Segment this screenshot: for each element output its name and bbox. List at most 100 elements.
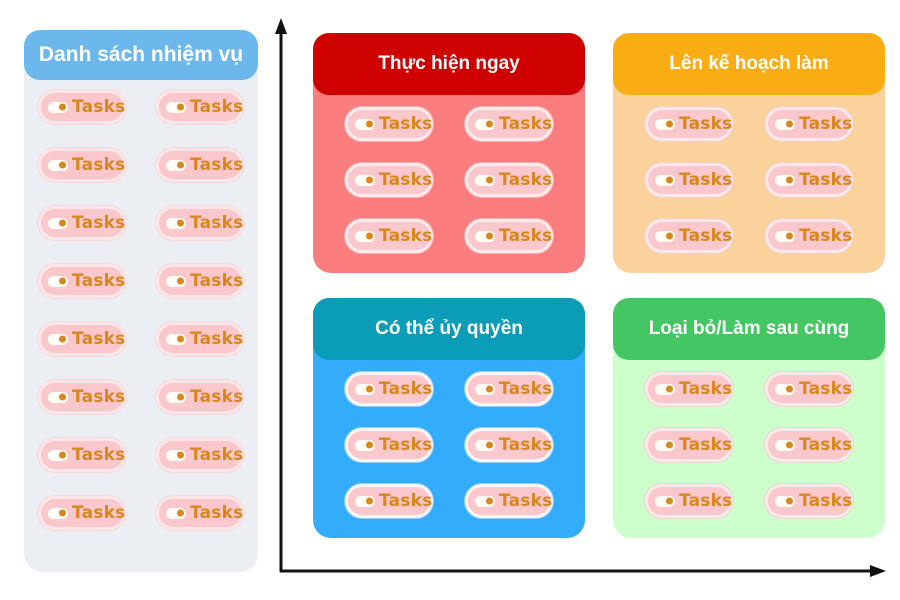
toggle-switch-icon[interactable] [475, 174, 495, 186]
task-pill[interactable]: Tasks [38, 148, 126, 182]
task-pill[interactable]: Tasks [465, 428, 553, 462]
task-pill-label: Tasks [499, 490, 553, 511]
toggle-switch-icon[interactable] [655, 174, 675, 186]
task-pill[interactable]: Tasks [645, 484, 733, 518]
task-pill[interactable]: Tasks [38, 438, 126, 472]
task-pill[interactable]: Tasks [38, 90, 126, 124]
toggle-switch-icon[interactable] [166, 507, 186, 519]
task-pill[interactable]: Tasks [765, 163, 853, 197]
task-pill-label: Tasks [379, 434, 433, 455]
task-pill-label: Tasks [679, 434, 733, 455]
task-pill[interactable]: Tasks [465, 163, 553, 197]
task-pill-label: Tasks [799, 169, 853, 190]
task-pill[interactable]: Tasks [765, 428, 853, 462]
toggle-switch-icon[interactable] [166, 159, 186, 171]
toggle-switch-icon[interactable] [48, 507, 68, 519]
task-pill[interactable]: Tasks [765, 484, 853, 518]
toggle-switch-icon[interactable] [166, 275, 186, 287]
toggle-switch-icon[interactable] [655, 230, 675, 242]
task-pill[interactable]: Tasks [465, 484, 553, 518]
task-pill-label: Tasks [499, 434, 553, 455]
toggle-switch-icon[interactable] [355, 174, 375, 186]
toggle-switch-icon[interactable] [48, 217, 68, 229]
toggle-switch-icon[interactable] [655, 383, 675, 395]
task-pill[interactable]: Tasks [156, 438, 244, 472]
task-pill-label: Tasks [679, 225, 733, 246]
task-pill[interactable]: Tasks [38, 264, 126, 298]
task-pill[interactable]: Tasks [465, 219, 553, 253]
task-pill[interactable]: Tasks [765, 107, 853, 141]
toggle-switch-icon[interactable] [48, 449, 68, 461]
task-pill[interactable]: Tasks [465, 372, 553, 406]
toggle-switch-icon[interactable] [166, 101, 186, 113]
toggle-switch-icon[interactable] [475, 118, 495, 130]
toggle-switch-icon[interactable] [48, 275, 68, 287]
task-pill-label: Tasks [72, 270, 126, 291]
task-pill[interactable]: Tasks [156, 380, 244, 414]
toggle-switch-icon[interactable] [48, 333, 68, 345]
toggle-switch-icon[interactable] [475, 230, 495, 242]
toggle-switch-icon[interactable] [655, 495, 675, 507]
task-pill[interactable]: Tasks [38, 380, 126, 414]
toggle-switch-icon[interactable] [355, 383, 375, 395]
task-pill[interactable]: Tasks [156, 496, 244, 530]
toggle-switch-icon[interactable] [48, 101, 68, 113]
task-pill[interactable]: Tasks [645, 372, 733, 406]
toggle-switch-icon[interactable] [775, 118, 795, 130]
toggle-switch-icon[interactable] [355, 495, 375, 507]
task-pill[interactable]: Tasks [645, 428, 733, 462]
task-pill-label: Tasks [379, 378, 433, 399]
toggle-switch-icon[interactable] [166, 217, 186, 229]
task-pill-label: Tasks [190, 502, 244, 523]
task-pill[interactable]: Tasks [765, 219, 853, 253]
task-pill[interactable]: Tasks [345, 428, 433, 462]
task-pill[interactable]: Tasks [38, 206, 126, 240]
toggle-switch-icon[interactable] [48, 159, 68, 171]
task-pill[interactable]: Tasks [38, 322, 126, 356]
task-pill[interactable]: Tasks [345, 107, 433, 141]
toggle-switch-icon[interactable] [355, 118, 375, 130]
toggle-switch-icon[interactable] [655, 439, 675, 451]
toggle-switch-icon[interactable] [655, 118, 675, 130]
toggle-switch-icon[interactable] [355, 230, 375, 242]
toggle-switch-icon[interactable] [775, 495, 795, 507]
task-pill[interactable]: Tasks [345, 372, 433, 406]
task-pill[interactable]: Tasks [345, 219, 433, 253]
toggle-switch-icon[interactable] [475, 383, 495, 395]
toggle-switch-icon[interactable] [166, 449, 186, 461]
task-pill[interactable]: Tasks [156, 148, 244, 182]
toggle-switch-icon[interactable] [475, 495, 495, 507]
task-pill-label: Tasks [72, 154, 126, 175]
toggle-switch-icon[interactable] [475, 439, 495, 451]
task-pill[interactable]: Tasks [156, 322, 244, 356]
task-pill[interactable]: Tasks [345, 163, 433, 197]
task-pill[interactable]: Tasks [645, 107, 733, 141]
task-pill[interactable]: Tasks [765, 372, 853, 406]
task-pill-label: Tasks [799, 434, 853, 455]
task-pill[interactable]: Tasks [345, 484, 433, 518]
task-pill[interactable]: Tasks [465, 107, 553, 141]
task-pill[interactable]: Tasks [156, 264, 244, 298]
task-pill-label: Tasks [190, 154, 244, 175]
toggle-switch-icon[interactable] [355, 439, 375, 451]
toggle-switch-icon[interactable] [166, 391, 186, 403]
task-pill[interactable]: Tasks [156, 90, 244, 124]
task-pill[interactable]: Tasks [156, 206, 244, 240]
toggle-switch-icon[interactable] [48, 391, 68, 403]
task-pill-label: Tasks [379, 113, 433, 134]
toggle-switch-icon[interactable] [166, 333, 186, 345]
task-pill[interactable]: Tasks [38, 496, 126, 530]
toggle-switch-icon[interactable] [775, 383, 795, 395]
task-pill-label: Tasks [72, 386, 126, 407]
task-pill[interactable]: Tasks [645, 219, 733, 253]
task-pill-label: Tasks [379, 225, 433, 246]
task-pill-label: Tasks [679, 378, 733, 399]
toggle-switch-icon[interactable] [775, 174, 795, 186]
toggle-switch-icon[interactable] [775, 230, 795, 242]
task-pill[interactable]: Tasks [645, 163, 733, 197]
toggle-switch-icon[interactable] [775, 439, 795, 451]
